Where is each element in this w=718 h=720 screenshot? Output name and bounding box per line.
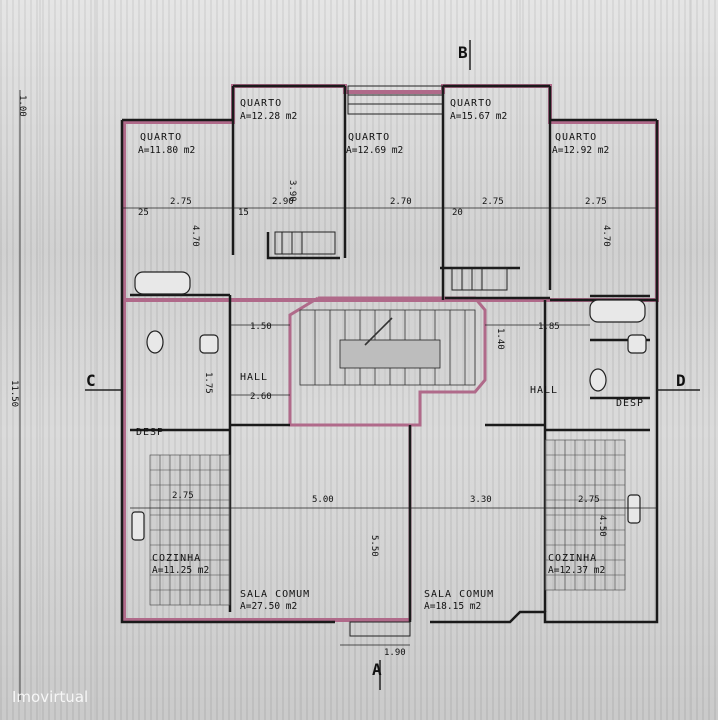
kitchen-tiles-right xyxy=(544,439,626,591)
dim-label: 1.90 xyxy=(384,648,406,658)
bathroom-fixtures xyxy=(131,271,647,541)
dim-label: 1.00 xyxy=(17,95,27,117)
room-cozinha-left-area: A=11.25 m2 xyxy=(152,565,209,576)
dim-label: 15 xyxy=(238,208,249,218)
toilet-right-icon xyxy=(589,368,607,392)
room-cozinha-right-name: COZINHA xyxy=(548,553,597,564)
room-labels: QUARTO A=11.80 m2 QUARTO A=12.28 m2 QUAR… xyxy=(136,98,644,612)
section-marker-c: C xyxy=(86,371,96,390)
dim-label: 1.85 xyxy=(538,322,560,332)
stair-outline xyxy=(318,296,487,620)
room-cozinha-left-name: COZINHA xyxy=(152,553,201,564)
dim-label: 4.70 xyxy=(190,225,200,247)
dim-label: 1.40 xyxy=(495,328,505,350)
dim-label: 11.50 xyxy=(9,380,19,407)
dim-label: 2.75 xyxy=(578,495,600,505)
bathtub-right-icon xyxy=(589,299,646,323)
dim-label: 2.75 xyxy=(585,197,607,207)
section-marker-d: D xyxy=(676,371,686,390)
room-quarto-3-name: QUARTO xyxy=(348,132,390,143)
room-desp-right-name: DESP xyxy=(616,398,644,409)
section-marker-a: A xyxy=(372,660,382,679)
room-quarto-2-name: QUARTO xyxy=(240,98,282,109)
kitchen-tiles-left xyxy=(149,454,231,606)
dim-label: 2.90 xyxy=(272,197,294,207)
dim-label: 2.70 xyxy=(390,197,412,207)
room-quarto-1-area: A=11.80 m2 xyxy=(138,145,195,156)
dim-label: 2.75 xyxy=(170,197,192,207)
stairwell xyxy=(299,309,476,386)
section-markers: A B C D xyxy=(86,43,686,679)
dim-label: 3.30 xyxy=(470,495,492,505)
room-quarto-5-area: A=12.92 m2 xyxy=(552,145,609,156)
section-marker-b: B xyxy=(458,43,468,62)
dim-label: 1.50 xyxy=(250,322,272,332)
kitchen-sink-right-icon xyxy=(627,494,641,524)
room-sala-left-name: SALA COMUM xyxy=(240,589,310,600)
watermark-text: Imovirtual xyxy=(12,688,88,706)
toilet-left-icon xyxy=(146,330,164,354)
dim-label: 1.75 xyxy=(203,372,213,394)
bathtub-left-icon xyxy=(134,271,191,295)
dimension-labels: 2.75 2.90 2.70 2.75 2.75 1.50 1.85 2.60 … xyxy=(9,95,611,658)
room-hall-right-name: HALL xyxy=(530,385,558,396)
dim-label: 5.50 xyxy=(369,535,379,557)
room-sala-right-area: A=18.15 m2 xyxy=(424,601,481,612)
kitchen-sink-left-icon xyxy=(131,511,145,541)
room-quarto-3-area: A=12.69 m2 xyxy=(346,145,403,156)
room-quarto-2-area: A=12.28 m2 xyxy=(240,111,297,122)
stair-outline-left xyxy=(288,296,410,427)
room-sala-right-name: SALA COMUM xyxy=(424,589,494,600)
dim-label: 2.75 xyxy=(482,197,504,207)
room-quarto-4-name: QUARTO xyxy=(450,98,492,109)
dim-label: 5.00 xyxy=(312,495,334,505)
dimension-lines xyxy=(19,40,700,700)
sink-left-icon xyxy=(199,334,219,354)
exterior-outline-lower xyxy=(122,300,410,622)
sink-right-icon xyxy=(627,334,647,354)
dim-label: 25 xyxy=(138,208,149,218)
room-cozinha-right-area: A=12.37 m2 xyxy=(548,565,605,576)
exterior-outline xyxy=(122,84,659,302)
room-sala-left-area: A=27.50 m2 xyxy=(240,601,297,612)
dim-label: 3.90 xyxy=(287,180,297,202)
room-hall-left-name: HALL xyxy=(240,372,268,383)
room-quarto-4-area: A=15.67 m2 xyxy=(450,111,507,122)
dim-label: 20 xyxy=(452,208,463,218)
dim-label: 2.60 xyxy=(250,392,272,402)
dim-label: 4.70 xyxy=(601,225,611,247)
windows xyxy=(274,85,508,637)
dim-label: 2.75 xyxy=(172,491,194,501)
room-quarto-5-name: QUARTO xyxy=(555,132,597,143)
room-desp-left-name: DESP xyxy=(136,427,164,438)
room-quarto-1-name: QUARTO xyxy=(140,132,182,143)
dim-label: 4.50 xyxy=(597,515,607,537)
